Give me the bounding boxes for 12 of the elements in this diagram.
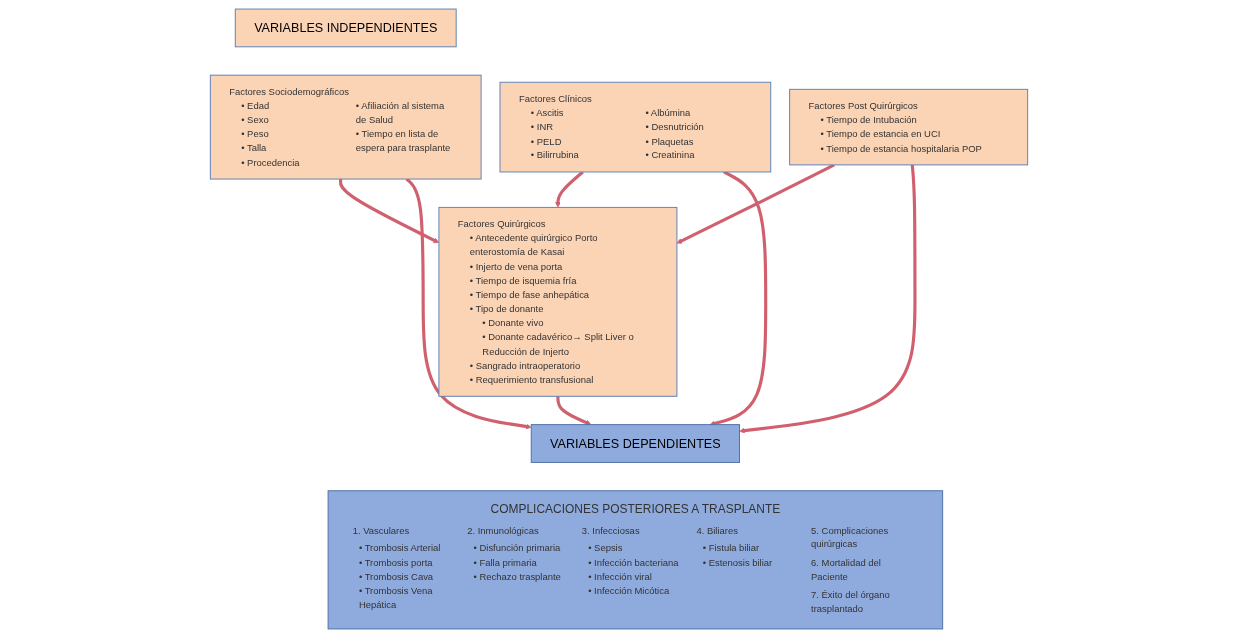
node-box: Factores Sociodemográficos • Edad • Sexo • Peso • Talla • Procedencia • Afiliación al sistema de Salud • Tiempo en lista de espera para trasplante — [209, 74, 482, 180]
arrow — [555, 170, 584, 208]
arrow — [556, 396, 592, 426]
node-box: VARIABLES DEPENDIENTES — [530, 424, 740, 463]
node-box: COMPLICACIONES POSTERIORES A TRASPLANTE 1. Vasculares • Trombosis Arterial • Trombosis porta • Trombosis Cava • Trombosis Vena Hepática 2. Inmunológicas • Disfunción primaria • Falla primaria • Rechazo trasplante 3. Infecciosas • Sepsis • Infección bacteriana • Infección viral • Infección Micótica 4. Biliares • Fistula biliar • Estenosis biliar 5. Complicaciones quirúrgicas 6. Mortalidad del Paciente 7. Éxito del órgano trasplantado — [327, 490, 944, 630]
arrow — [338, 178, 440, 243]
arrow — [739, 164, 917, 434]
node-box: Factores Post Quirúrgicos • Tiempo de Intubación • Tiempo de estancia en UCI • Tiempo de estancia hospitalaria POP — [789, 88, 1029, 166]
node-box: Factores Clínicos • Ascitis • INR • PELD • Bilirrubina • Albúmina • Desnutrición • Plaquetas • Creatinina — [499, 81, 772, 173]
node-box: Factores Quirúrgicos • Antecedente quirúrgico Porto enterostomía de Kasai • Injerto de vena porta • Tiempo de isquemia fría • Tiempo de fase anhepática • Tipo de donante • Donante vivo • Donante cadavérico→ Split Liver o Reducción de Injerto • Sangrado intraoperatorio • Requerimiento transfusional — [438, 206, 678, 397]
arrow — [676, 163, 835, 244]
node-box: VARIABLES INDEPENDIENTES — [234, 8, 457, 48]
